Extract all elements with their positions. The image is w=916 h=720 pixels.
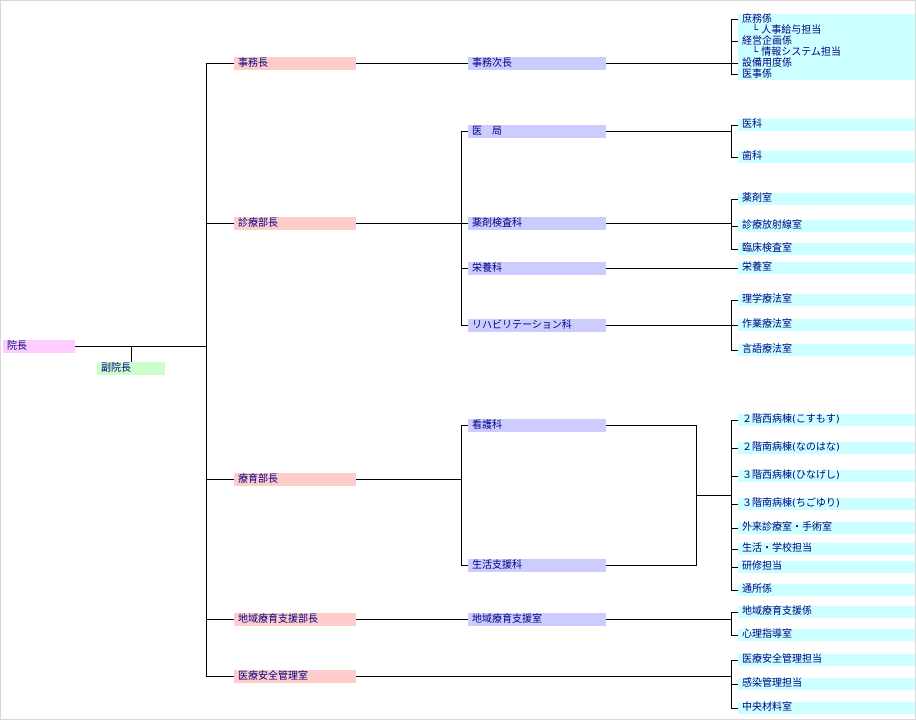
- node-regional-support-office: 地域療育支援室: [468, 613, 606, 626]
- leaf-speech-therapy-room: 言語療法室: [738, 344, 915, 356]
- leaf-ward-2f-south: ２階南病棟(なのはな): [738, 442, 915, 454]
- node-nutrition-dept: 栄養科: [468, 262, 606, 275]
- leaf-central-materials-room: 中央材料室: [738, 702, 915, 714]
- leaf-day-service: 通所係: [738, 584, 915, 596]
- leaf-occupational-therapy-room: 作業療法室: [738, 319, 915, 331]
- leaf-info-system: └ 情報システム担当: [738, 47, 915, 58]
- leaf-training: 研修担当: [738, 561, 915, 573]
- node-medical-director: 診療部長: [234, 217, 356, 230]
- leaf-dentistry: 歯科: [738, 151, 915, 163]
- leaf-clinical-lab-room: 臨床検査室: [738, 243, 915, 255]
- node-regional-support-director: 地域療育支援部長: [234, 613, 356, 626]
- node-director: 院長: [3, 340, 75, 353]
- leaf-medical-safety-staff: 医療安全管理担当: [738, 654, 915, 666]
- leaf-management-planning: 経営企画係: [738, 36, 915, 47]
- node-life-support-dept: 生活支援科: [468, 559, 606, 572]
- leaf-ward-3f-south: ３階南病棟(ちごゆり): [738, 498, 915, 510]
- node-nursing-dept: 看護科: [468, 419, 606, 432]
- leaf-medicine: 医科: [738, 119, 915, 131]
- leaf-pharmacy-room: 薬剤室: [738, 193, 915, 205]
- leaf-medical-affairs: 医事係: [738, 69, 915, 80]
- node-care-director: 療育部長: [234, 473, 356, 486]
- node-rehabilitation-dept: リハビリテーション科: [468, 319, 606, 332]
- leaf-regional-support-section: 地域療育支援係: [738, 606, 915, 618]
- leaf-ward-3f-west: ３階西病棟(ひなげし): [738, 470, 915, 482]
- node-admin-chief: 事務長: [234, 57, 356, 70]
- node-medical-safety-office: 医療安全管理室: [234, 670, 356, 683]
- leaf-general-affairs: 庶務係: [738, 14, 915, 25]
- leaf-psychological-guidance-room: 心理指導室: [738, 629, 915, 641]
- leaf-physical-therapy-room: 理学療法室: [738, 294, 915, 306]
- leaf-facilities: 設備用度係: [738, 58, 915, 69]
- leaf-ward-2f-west: ２階西病棟(こすもす): [738, 414, 915, 426]
- leaf-outpatient-surgery: 外来診療室・手術室: [738, 522, 915, 534]
- leaf-hr-payroll: └ 人事給与担当: [738, 25, 915, 36]
- leaf-life-school: 生活・学校担当: [738, 543, 915, 555]
- node-pharmacy-lab-dept: 薬剤検査科: [468, 217, 606, 230]
- node-vice-director: 副院長: [97, 362, 165, 375]
- leaf-infection-control-staff: 感染管理担当: [738, 678, 915, 690]
- leaf-nutrition-room: 栄養室: [738, 262, 915, 274]
- node-medical-office: 医 局: [468, 125, 606, 138]
- node-admin-vice-chief: 事務次長: [468, 57, 606, 70]
- leaf-radiology-room: 診療放射線室: [738, 220, 915, 232]
